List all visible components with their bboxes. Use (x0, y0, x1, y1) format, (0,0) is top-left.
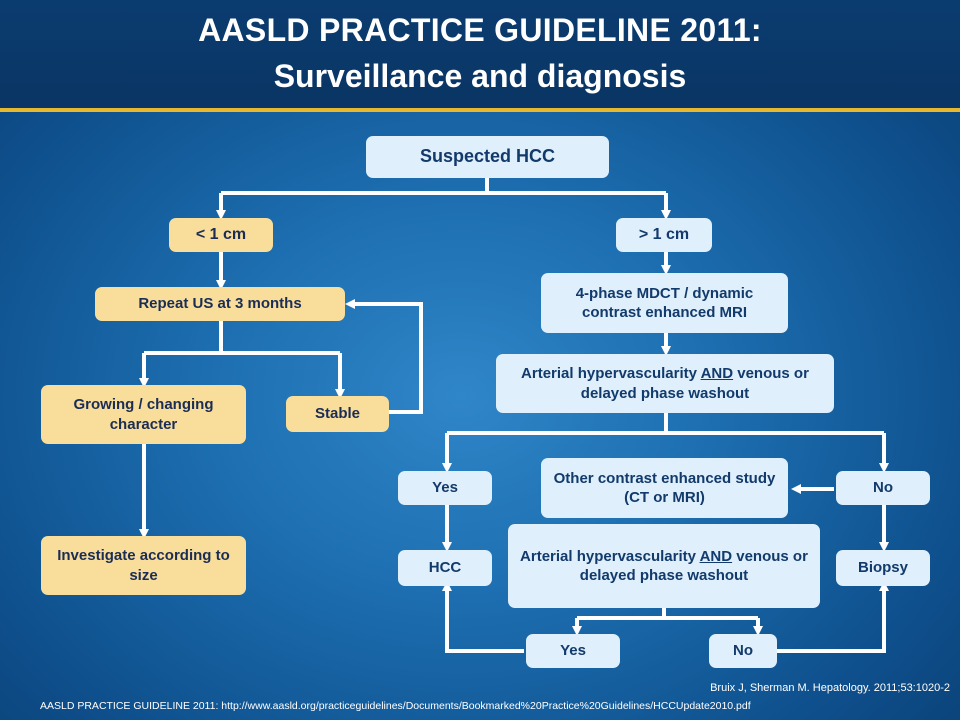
biopsy-box: Biopsy (836, 550, 930, 586)
growing-box: Growing / changing character (41, 385, 246, 444)
arrow-yes2-to-hcc (442, 581, 524, 653)
arrow-no2-to-biopsy (777, 581, 889, 653)
connector-suspected-split (221, 178, 666, 195)
slide-subtitle: Surveillance and diagnosis (273, 58, 687, 94)
citation: Bruix J, Sherman M. Hepatology. 2011;53:… (710, 682, 950, 694)
arrow-stable-loop (345, 299, 423, 414)
hcc-box: HCC (398, 550, 492, 586)
stable-box: Stable (286, 396, 389, 432)
connector-repeat-split (144, 321, 340, 355)
arterial1-text-post: venous or delayed phase washout (580, 365, 809, 402)
repeat-us-box: Repeat US at 3 months (95, 287, 345, 321)
investigate-box: Investigate according to size (41, 536, 246, 595)
yes-box-2: Yes (526, 634, 620, 668)
no-box-1: No (836, 471, 930, 505)
mdct-box: 4-phase MDCT / dynamic contrast enhanced… (541, 273, 788, 333)
arterial2-and: AND (699, 547, 733, 565)
arterial-washout-box-2: Arterial hypervascularity AND venous or … (508, 524, 820, 608)
no-box-2: No (709, 634, 777, 668)
yes-box-1: Yes (398, 471, 492, 505)
size-gt1-box: > 1 cm (616, 218, 712, 252)
arterial2-text-pre: Arterial hypervascularity (520, 547, 700, 565)
arterial2-text-post: venous or delayed phase washout (579, 547, 808, 585)
arterial1-text-pre: Arterial hypervascularity (521, 365, 701, 382)
connector-arterial2-split (577, 608, 758, 620)
slide-header: AASLD PRACTICE GUIDELINE 2011: Surveilla… (0, 0, 960, 112)
connector-arterial-split (447, 413, 884, 435)
size-lt1-box: < 1 cm (169, 218, 273, 252)
arterial-washout-box-1: Arterial hypervascularity AND venous or … (496, 354, 834, 413)
arterial1-and: AND (700, 365, 734, 382)
slide-title: AASLD PRACTICE GUIDELINE 2011: (198, 12, 762, 48)
suspected-hcc-box: Suspected HCC (366, 136, 609, 178)
other-study-box: Other contrast enhanced study (CT or MRI… (541, 458, 788, 518)
source-url: AASLD PRACTICE GUIDELINE 2011: http://ww… (40, 700, 751, 712)
